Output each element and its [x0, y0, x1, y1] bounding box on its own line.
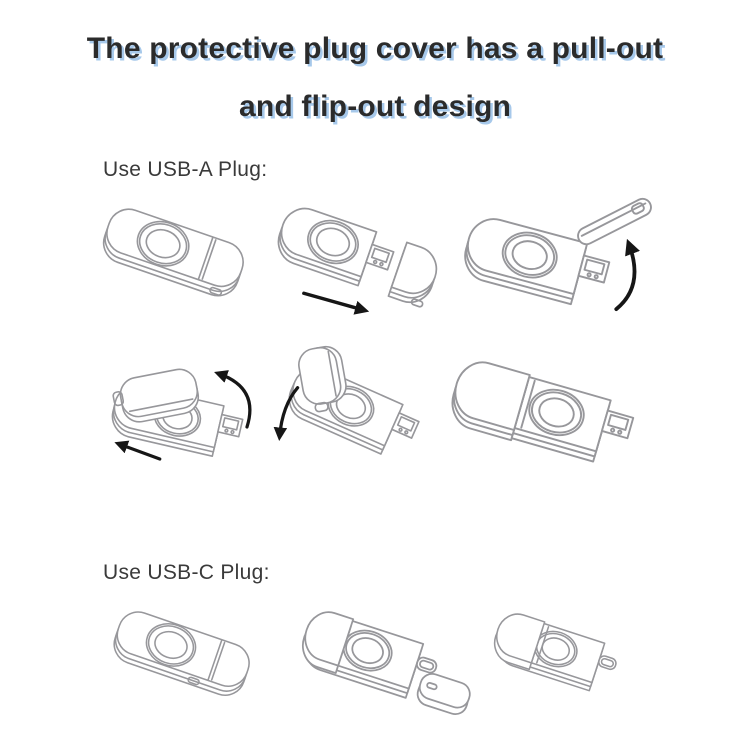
usb-a-cover-stowed — [493, 613, 546, 671]
cover-folded-over-illustration — [111, 368, 252, 461]
slide-back-arrow — [114, 440, 162, 461]
figure-device-closed-usbc — [98, 596, 270, 708]
usb-a-plug — [577, 254, 611, 284]
usb-c-plug — [598, 655, 617, 671]
protective-cover-flipped — [577, 197, 652, 246]
cover-latch — [187, 676, 200, 686]
protective-cover — [387, 241, 438, 308]
figure-usb-c-plug-ready — [472, 594, 644, 706]
fold-down-rotation-arrow — [273, 386, 300, 442]
cover-fold-down-illustration — [273, 345, 420, 455]
usb-a-plug — [600, 409, 635, 440]
pull-direction-arrow — [302, 291, 370, 315]
usb-c-cap — [416, 673, 471, 716]
protective-cover-folded — [112, 368, 200, 423]
page-title-line2: and flip-out design — [238, 90, 512, 123]
figure-usb-a-plug-ready — [438, 342, 650, 480]
usb-c-cap-removed-illustration — [302, 611, 471, 716]
device-closed-illustration — [102, 208, 244, 297]
flip-up-rotation-arrow — [614, 238, 640, 312]
usb-a-plug — [365, 243, 395, 271]
charging-pad-ring-outer — [136, 220, 190, 267]
section-label-usb-a: Use USB-A Plug: — [103, 158, 268, 181]
device-closed-illustration-2 — [113, 611, 250, 696]
section-label-usb-c: Use USB-C Plug: — [103, 561, 270, 584]
fold-rotation-arrow — [214, 370, 252, 429]
charging-pad-ring-inner — [145, 228, 181, 259]
cover-latch — [209, 286, 223, 296]
usb-c-ready-illustration — [493, 613, 617, 692]
figure-cover-flip-up — [442, 185, 652, 322]
protective-cover-upright — [298, 345, 347, 413]
cover-flip-up-illustration — [464, 197, 652, 312]
usb-a-plug — [217, 413, 244, 438]
usb-a-ready-illustration — [451, 361, 635, 463]
page-title-line1: The protective plug cover has a pull-out — [86, 32, 664, 65]
usb-c-plug — [416, 656, 438, 674]
usb-a-plug — [391, 412, 420, 439]
figure-cover-pull-out — [258, 193, 448, 316]
protective-cover-stowed — [451, 361, 531, 442]
cover-pull-out-illustration — [277, 207, 438, 315]
usb-a-cover-stowed — [302, 611, 355, 674]
figure-cover-fold-down — [258, 338, 438, 468]
figure-device-closed — [85, 192, 265, 309]
figure-usb-c-cap-removed — [282, 594, 478, 721]
figure-cover-folded-over — [85, 340, 263, 473]
